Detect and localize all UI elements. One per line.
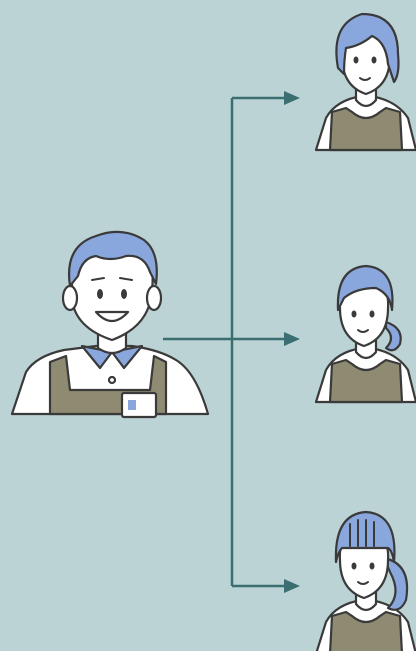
male-eye-right: [121, 289, 127, 299]
female2-eye-right: [370, 311, 375, 318]
female3-eye-left: [352, 563, 357, 570]
male-ear-right: [147, 286, 161, 310]
male-ear-left: [63, 286, 77, 310]
male-badge-photo: [128, 400, 136, 410]
male-name-badge: [122, 393, 156, 417]
female1-eye-left: [354, 57, 359, 64]
female1-eye-right: [372, 57, 377, 64]
male-eye-left: [97, 289, 103, 299]
female2-eye-left: [352, 311, 357, 318]
female3-eye-right: [370, 563, 375, 570]
male-button: [109, 377, 115, 383]
